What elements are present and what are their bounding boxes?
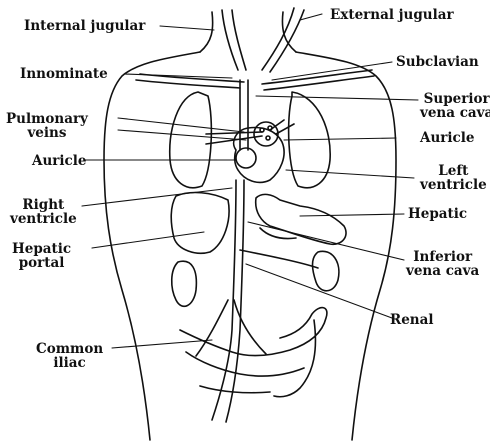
label-auricle-right: Auricle (32, 154, 86, 168)
right-auricle (236, 148, 256, 168)
label-pulmonary-veins: Pulmonary veins (6, 112, 88, 140)
liver (171, 193, 229, 254)
neck-outline (200, 12, 296, 52)
stomach (256, 194, 346, 244)
label-external-jugular: External jugular (330, 8, 454, 22)
label-superior-vena-cava: Superior vena cava (420, 92, 490, 120)
label-common-iliac: Common iliac (36, 342, 103, 370)
right-kidney (172, 261, 197, 306)
common-iliac-vein (196, 300, 266, 356)
label-innominate: Innominate (20, 67, 108, 81)
right-lung (170, 92, 212, 188)
label-subclavian: Subclavian (396, 55, 479, 69)
label-hepatic-portal: Hepatic portal (12, 242, 71, 270)
label-right-ventricle: Right ventricle (10, 198, 77, 226)
left-kidney (313, 251, 339, 290)
internal-jugular-vein (222, 10, 246, 70)
label-hepatic: Hepatic (408, 207, 467, 221)
label-internal-jugular: Internal jugular (24, 19, 145, 33)
torso-outline (104, 52, 200, 440)
intestines (180, 308, 327, 393)
label-left-ventricle: Left ventricle (420, 164, 487, 192)
label-auricle-left: Auricle (420, 131, 474, 145)
label-inferior-vena-cava: Inferior vena cava (406, 250, 479, 278)
label-renal: Renal (390, 313, 434, 327)
